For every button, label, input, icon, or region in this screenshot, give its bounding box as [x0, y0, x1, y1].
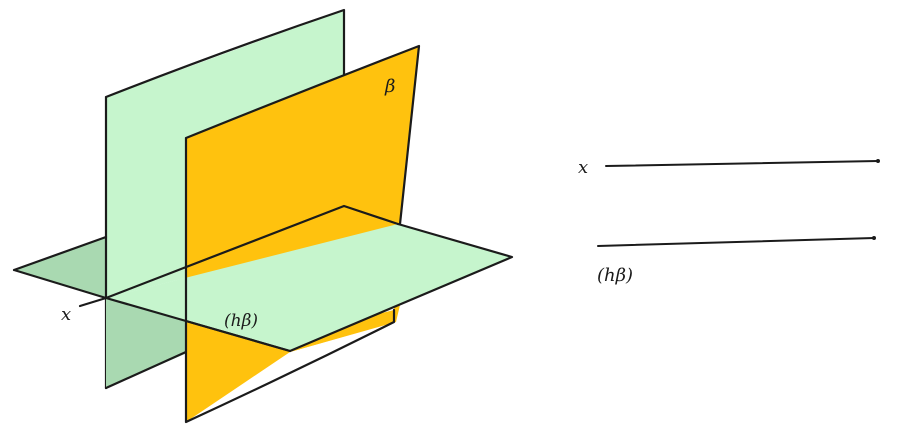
x-label-left: x	[61, 304, 71, 325]
intersection-line-beta	[184, 319, 292, 353]
beta-label: β	[384, 76, 395, 97]
trace-label-left: (hβ)	[224, 311, 258, 331]
left-3d-view: β x (hβ)	[12, 8, 514, 424]
right-projection-view: x (hβ)	[578, 157, 880, 286]
frontal-plane-lower-shadow	[106, 298, 222, 388]
x-axis-end-dot	[876, 159, 880, 163]
horizontal-plane-back	[14, 237, 106, 298]
plane-beta	[186, 46, 419, 321]
plane-beta-outline	[184, 44, 421, 424]
trace-line	[597, 237, 875, 247]
horizontal-plane-front	[106, 224, 512, 351]
trace-line-end-dot	[872, 236, 876, 240]
x-axis-tick	[78, 296, 108, 308]
frontal-horizontal-intersection	[104, 204, 400, 300]
x-axis-line	[605, 160, 879, 167]
plane-beta-body-lower	[186, 312, 394, 422]
x-label-right: x	[578, 157, 588, 178]
trace-label-right: (hβ)	[597, 265, 633, 286]
